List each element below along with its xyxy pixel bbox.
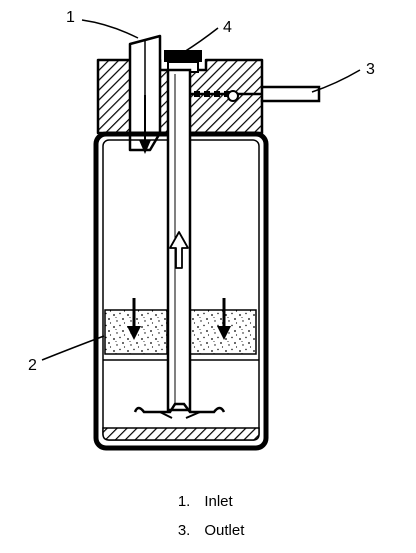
- legend-number: 3.: [177, 522, 191, 539]
- container-body: [93, 131, 269, 451]
- callout-1: 1: [66, 9, 75, 26]
- callout-3: 3: [366, 61, 375, 78]
- flow-up-arrow: [169, 231, 189, 269]
- flow-down-arrows: [127, 298, 231, 340]
- legend-item-inlet: 1. Inlet: [152, 476, 332, 510]
- plug-component: [164, 50, 202, 73]
- legend-number: 1.: [177, 493, 191, 510]
- legend-item-outlet: 3. Outlet: [152, 505, 332, 539]
- inlet-tube: [128, 34, 162, 154]
- callout-2: 2: [28, 357, 37, 374]
- legend-text: Inlet: [204, 493, 233, 510]
- legend-text: Outlet: [204, 522, 245, 539]
- leader-lines: [41, 19, 361, 361]
- bottom-diffuser: [133, 402, 226, 419]
- riser-tube: [166, 68, 192, 412]
- callout-4: 4: [223, 19, 232, 36]
